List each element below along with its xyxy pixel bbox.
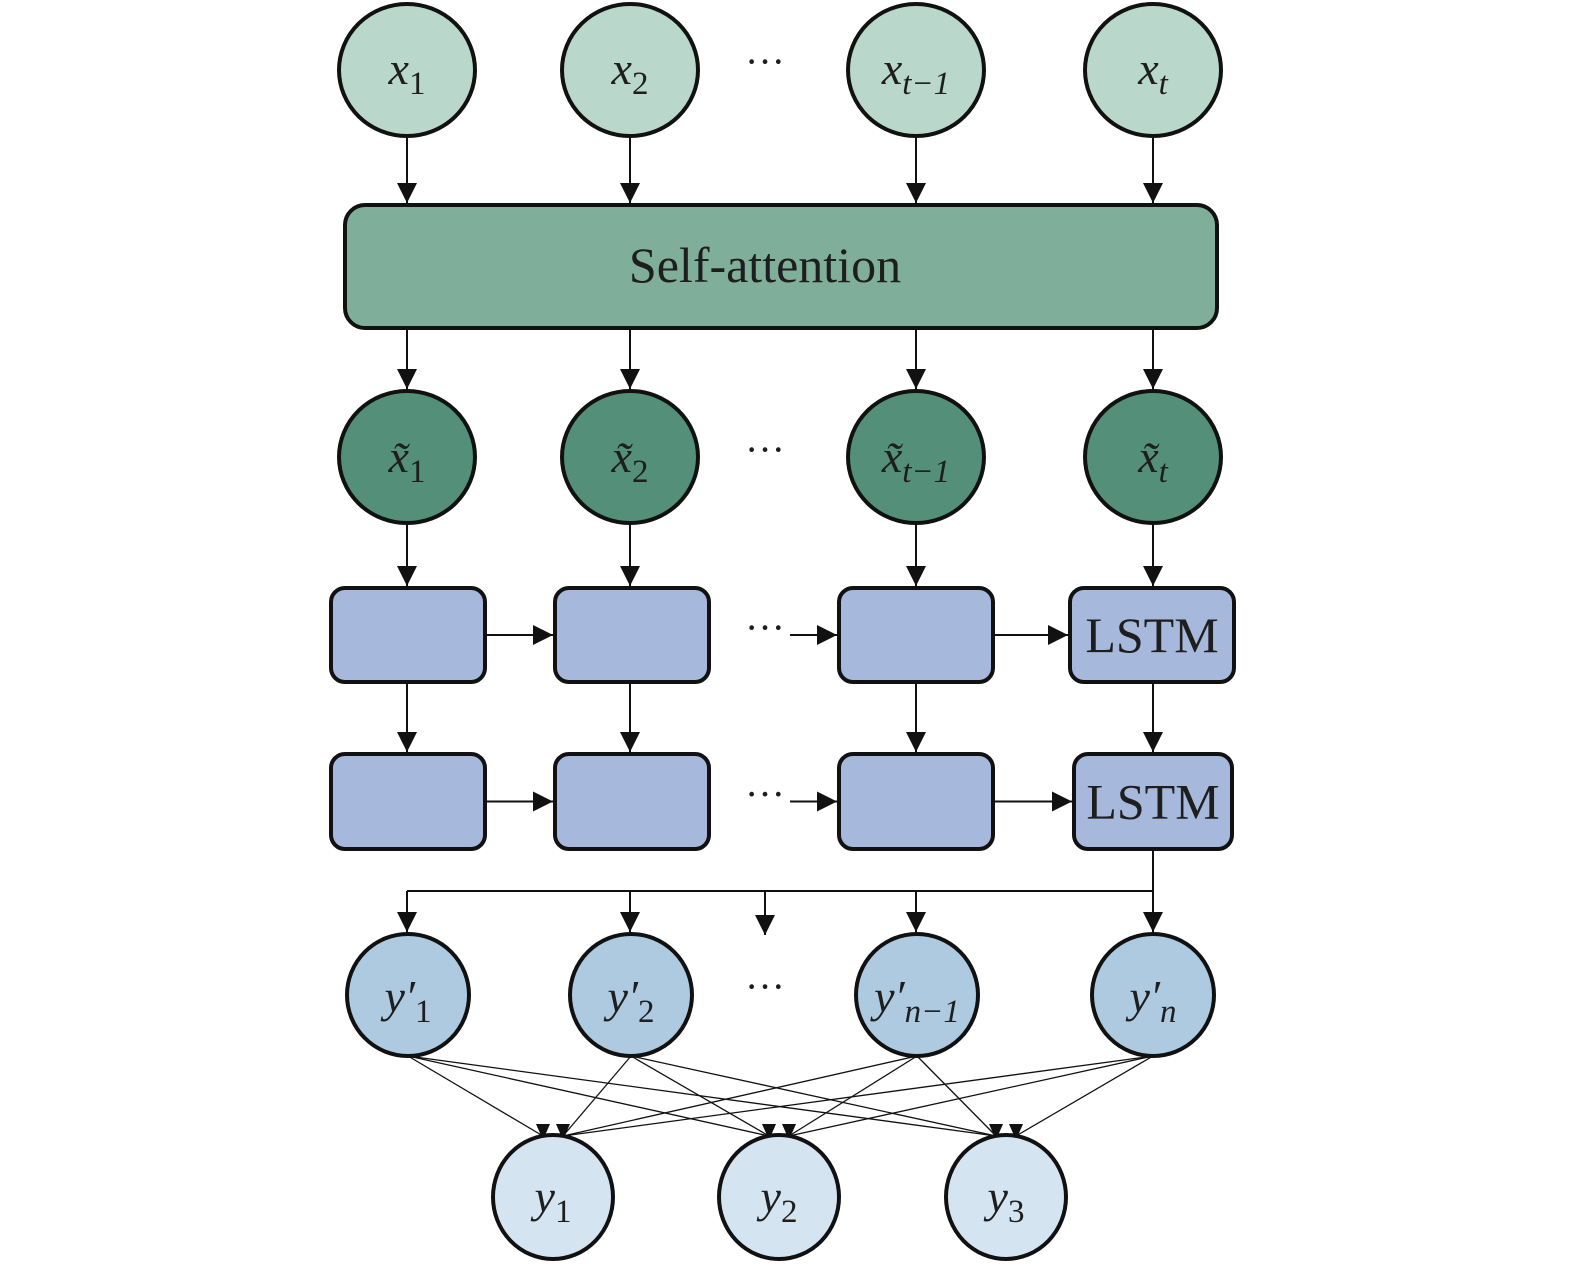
dense-edge-3-to-1 bbox=[562, 1055, 918, 1137]
final-output-node-2-label: y2 bbox=[757, 1171, 798, 1230]
input-node-1-label: x1 bbox=[388, 43, 426, 102]
intermediate-output-node-1 bbox=[345, 932, 471, 1058]
input-node-2-label-subscript: 2 bbox=[632, 66, 649, 102]
attended-node-4-label: x̃t bbox=[1137, 431, 1168, 490]
dense-edge-4-to-1 bbox=[562, 1055, 1154, 1137]
ellipsis-attended: ··· bbox=[745, 427, 785, 472]
intermediate-output-node-3 bbox=[854, 932, 980, 1058]
lstm-cell-l2-1 bbox=[329, 752, 487, 851]
input-node-2-label: x2 bbox=[611, 43, 649, 102]
arrowhead-final-1 bbox=[556, 1124, 570, 1140]
ellipsis-intermediate: ··· bbox=[745, 964, 785, 1009]
input-node-1-label-base: x bbox=[388, 43, 410, 94]
attended-node-2-label: x̃2 bbox=[611, 431, 649, 490]
input-node-4-label-subscript: t bbox=[1159, 66, 1169, 102]
input-node-1-label-subscript: 1 bbox=[409, 66, 426, 102]
attended-node-4-label-subscript: t bbox=[1159, 454, 1169, 490]
intermediate-output-node-3-label-subscript: n−1 bbox=[905, 994, 960, 1030]
arrowhead-final-1 bbox=[536, 1124, 550, 1140]
attended-node-1-label: x̃1 bbox=[388, 431, 426, 490]
arrowhead-final-3 bbox=[989, 1124, 1003, 1140]
arrowhead-final-2 bbox=[762, 1124, 776, 1140]
intermediate-output-node-2-label-subscript: 2 bbox=[638, 994, 655, 1030]
attended-node-2 bbox=[560, 389, 700, 525]
attended-node-1-label-base: x̃ bbox=[388, 431, 411, 482]
final-output-node-3-label-base: y bbox=[984, 1171, 1009, 1222]
self-attention-block: Self-attention bbox=[343, 203, 1219, 330]
dense-edge-4-to-3 bbox=[1015, 1055, 1154, 1137]
dense-edge-2-to-2 bbox=[630, 1055, 770, 1137]
intermediate-output-node-2-label: y′2 bbox=[604, 971, 655, 1030]
lstm-cell-l1-4-label: LSTM bbox=[1085, 607, 1218, 663]
attended-node-3 bbox=[846, 389, 986, 525]
lstm-cell-l1-1 bbox=[329, 586, 487, 684]
intermediate-output-node-4-label-base: y′ bbox=[1126, 971, 1161, 1022]
input-node-1 bbox=[337, 2, 477, 138]
lstm-cell-l2-4-label: LSTM bbox=[1086, 774, 1219, 830]
final-output-node-1-label: y1 bbox=[531, 1171, 572, 1230]
dense-edge-2-to-3 bbox=[630, 1055, 997, 1137]
final-output-node-2 bbox=[717, 1133, 841, 1261]
input-node-4 bbox=[1083, 2, 1223, 138]
lstm-cell-l1-3 bbox=[837, 586, 995, 684]
final-output-node-3-label: y3 bbox=[984, 1171, 1025, 1230]
final-output-node-1 bbox=[491, 1133, 615, 1261]
final-output-node-2-label-subscript: 2 bbox=[781, 1194, 798, 1230]
lstm-cell-l1-2 bbox=[553, 586, 711, 684]
edges-layer bbox=[397, 138, 1163, 1140]
dense-edge-4-to-2 bbox=[788, 1055, 1154, 1137]
dense-edge-1-to-1 bbox=[407, 1055, 544, 1137]
dense-edge-3-to-3 bbox=[916, 1055, 997, 1137]
lstm-cell-l2-2 bbox=[553, 752, 711, 851]
input-node-4-label: xt bbox=[1137, 43, 1168, 102]
attended-node-4-label-base: x̃ bbox=[1137, 431, 1160, 482]
input-node-3-label: xt−1 bbox=[881, 43, 950, 102]
intermediate-output-node-4 bbox=[1090, 932, 1216, 1058]
final-output-node-1-label-base: y bbox=[531, 1171, 556, 1222]
input-node-3-label-subscript: t−1 bbox=[902, 66, 950, 102]
intermediate-output-node-1-label-base: y′ bbox=[381, 971, 416, 1022]
intermediate-output-node-2 bbox=[568, 932, 694, 1058]
lstm-cell-l1-4 bbox=[1068, 586, 1236, 684]
lstm-cell-l2-3 bbox=[837, 752, 995, 851]
attended-node-2-label-base: x̃ bbox=[611, 431, 634, 482]
dense-edge-1-to-3 bbox=[407, 1055, 997, 1137]
dense-edge-3-to-2 bbox=[788, 1055, 918, 1137]
final-output-node-3 bbox=[944, 1133, 1068, 1261]
arrowhead-final-2 bbox=[782, 1124, 796, 1140]
ellipsis-lstm-l1: ··· bbox=[745, 605, 785, 650]
intermediate-output-node-3-label-base: y′ bbox=[870, 971, 905, 1022]
lstm-cell-l2-4 bbox=[1072, 752, 1234, 851]
intermediate-output-node-1-label-subscript: 1 bbox=[415, 994, 432, 1030]
attended-node-1-label-subscript: 1 bbox=[409, 454, 426, 490]
intermediate-output-node-1-label: y′1 bbox=[381, 971, 432, 1030]
input-node-3 bbox=[846, 2, 986, 138]
arrowhead-final-3 bbox=[1009, 1124, 1023, 1140]
intermediate-output-node-4-label-subscript: n bbox=[1160, 994, 1177, 1030]
self-attention-label: Self-attention bbox=[629, 237, 901, 293]
attended-node-3-label-subscript: t−1 bbox=[902, 454, 950, 490]
final-output-node-3-label-subscript: 3 bbox=[1008, 1194, 1025, 1230]
ellipsis-lstm-l2: ··· bbox=[745, 772, 785, 817]
input-node-4-label-base: x bbox=[1137, 43, 1159, 94]
dense-edge-1-to-2 bbox=[407, 1055, 770, 1137]
attended-node-1 bbox=[337, 389, 477, 525]
attended-node-3-label-base: x̃ bbox=[881, 431, 904, 482]
ellipsis-inputs: ··· bbox=[745, 39, 785, 84]
final-output-node-2-label-base: y bbox=[757, 1171, 782, 1222]
attended-node-4 bbox=[1083, 389, 1223, 525]
attended-node-3-label: x̃t−1 bbox=[881, 431, 950, 490]
attended-node-2-label-subscript: 2 bbox=[632, 454, 649, 490]
input-node-2-label-base: x bbox=[611, 43, 633, 94]
input-node-3-label-base: x bbox=[881, 43, 903, 94]
intermediate-output-node-2-label-base: y′ bbox=[604, 971, 639, 1022]
intermediate-output-node-4-label: y′n bbox=[1126, 971, 1177, 1030]
dense-edge-2-to-1 bbox=[562, 1055, 632, 1137]
final-output-node-1-label-subscript: 1 bbox=[555, 1194, 572, 1230]
input-node-2 bbox=[560, 2, 700, 138]
intermediate-output-node-3-label: y′n−1 bbox=[870, 971, 960, 1030]
